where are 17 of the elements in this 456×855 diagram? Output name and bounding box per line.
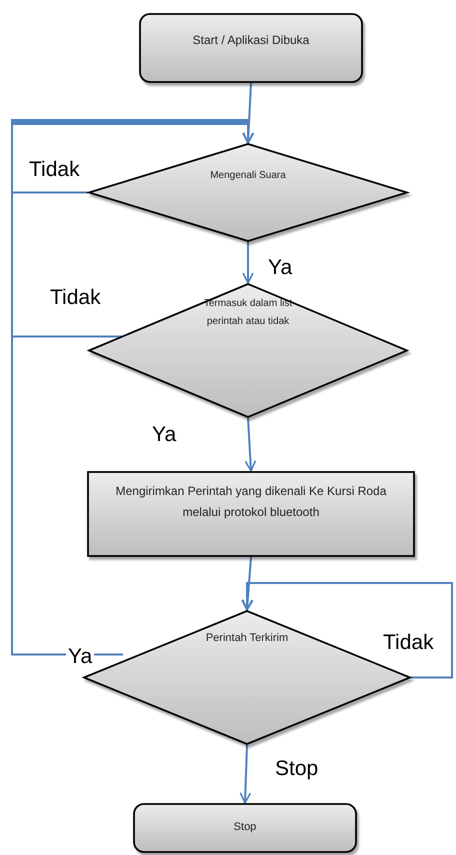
- node-text: Mengirimkan Perintah yang dikenali Ke Kursi Roda melalui protokol bluetooth: [114, 483, 388, 521]
- node-text: Mengenali Suara: [209, 168, 287, 183]
- node-text: Perintah Terkirim: [204, 630, 290, 646]
- arrow: [241, 582, 453, 678]
- arrow: [11, 123, 254, 656]
- node-text: Start / Aplikasi Dibuka: [192, 32, 310, 48]
- terminal-box: [133, 803, 357, 853]
- decision-diamond: [88, 143, 408, 242]
- arrow: [244, 418, 256, 472]
- arrow: [242, 242, 254, 284]
- terminal-box: [139, 13, 363, 83]
- arrow: [242, 556, 254, 611]
- arrow: [240, 744, 252, 804]
- node-text: Termasuk dalam list perintah atau tidak: [202, 297, 294, 328]
- edge-label: Stop: [273, 757, 320, 780]
- process-box: [87, 471, 415, 557]
- node-text: Stop: [232, 820, 258, 836]
